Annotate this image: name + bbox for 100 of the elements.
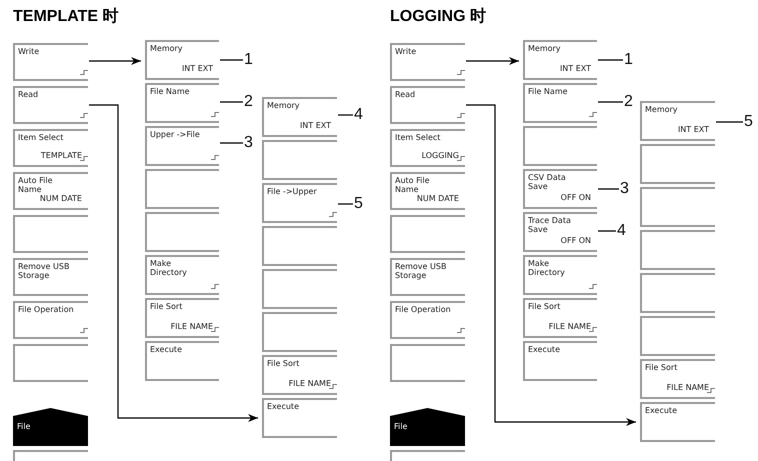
blank-soft-key — [13, 450, 88, 461]
soft-key — [145, 83, 219, 123]
soft-key — [523, 255, 597, 295]
key-label: Memory — [528, 44, 562, 53]
blank-soft-key — [523, 126, 597, 166]
soft-key — [523, 298, 597, 338]
key-label: Memory — [267, 101, 301, 110]
soft-key — [523, 169, 597, 209]
blank-soft-key — [262, 226, 337, 266]
key-setting: FILE NAME — [288, 379, 331, 388]
leader-line — [220, 59, 243, 61]
soft-key — [523, 83, 597, 123]
callout-number: 4 — [617, 222, 626, 240]
key-label: CSV Data Save — [528, 173, 567, 191]
soft-key — [262, 97, 337, 137]
blank-soft-key — [390, 344, 465, 382]
soft-key — [640, 359, 715, 399]
leader-line — [598, 101, 623, 103]
callout-number: 2 — [244, 93, 253, 111]
soft-key — [145, 126, 219, 166]
blank-soft-key — [262, 140, 337, 180]
leader-line — [716, 121, 743, 123]
callout-number: 1 — [244, 51, 253, 69]
blank-soft-key — [13, 215, 88, 253]
soft-key — [13, 43, 88, 81]
key-setting: TEMPLATE — [40, 151, 82, 160]
soft-key — [145, 341, 219, 381]
key-setting: INT EXT — [678, 125, 709, 134]
key-setting: INT EXT — [182, 64, 213, 73]
blank-soft-key — [390, 215, 465, 253]
soft-key — [523, 40, 597, 80]
arrow — [89, 104, 258, 422]
key-label: File Sort — [528, 302, 562, 311]
blank-soft-key — [13, 344, 88, 382]
key-label: Item Select — [395, 133, 442, 142]
callout-number: 2 — [624, 93, 633, 111]
arrow — [466, 57, 519, 65]
key-label: Execute — [150, 345, 183, 354]
section-heading: LOGGING 时 — [390, 6, 486, 27]
key-setting: LOGGING — [422, 151, 459, 160]
key-setting: NUM DATE — [40, 194, 82, 203]
soft-key — [390, 172, 465, 210]
key-label: Execute — [645, 406, 678, 415]
soft-key — [640, 101, 715, 141]
key-label: Make Directory — [150, 259, 188, 277]
soft-key — [640, 402, 715, 442]
soft-key — [390, 43, 465, 81]
soft-key — [13, 86, 88, 124]
key-label: File Name — [150, 87, 191, 96]
soft-key — [13, 301, 88, 339]
key-setting: OFF ON — [560, 236, 591, 245]
leader-line — [598, 188, 619, 190]
soft-key — [13, 258, 88, 296]
key-setting: FILE NAME — [666, 383, 709, 392]
soft-key — [262, 355, 337, 395]
soft-key — [390, 301, 465, 339]
key-label: Memory — [150, 44, 184, 53]
callout-number: 5 — [354, 195, 363, 213]
key-setting: INT EXT — [560, 64, 591, 73]
soft-key — [523, 341, 597, 381]
leader-line — [338, 203, 353, 205]
soft-key — [390, 129, 465, 167]
key-label: Auto File Name — [395, 176, 431, 194]
leader-line — [220, 142, 243, 144]
key-setting: NUM DATE — [416, 194, 459, 203]
callout-number: 4 — [354, 106, 363, 124]
key-label: Write — [395, 47, 418, 56]
key-label: Memory — [645, 105, 679, 114]
soft-key — [390, 86, 465, 124]
soft-key — [13, 129, 88, 167]
section-heading: TEMPLATE 时 — [13, 6, 118, 27]
key-label: Auto File Name — [18, 176, 54, 194]
blank-soft-key — [145, 212, 219, 252]
leader-line — [598, 59, 623, 61]
leader-line — [220, 101, 243, 103]
callout-number: 5 — [744, 113, 753, 131]
key-label: Remove USB Storage — [395, 262, 448, 280]
key-setting: FILE NAME — [548, 322, 591, 331]
soft-key — [390, 258, 465, 296]
key-label: File Sort — [267, 359, 300, 368]
soft-key — [13, 172, 88, 210]
blank-soft-key — [640, 316, 715, 356]
key-label: File Sort — [150, 302, 184, 311]
key-label: Read — [18, 90, 40, 99]
callout-number: 3 — [620, 180, 629, 198]
key-label: Read — [395, 90, 416, 99]
key-label: Trace Data Save — [528, 216, 572, 234]
key-setting: OFF ON — [560, 193, 591, 202]
key-label: Execute — [267, 402, 300, 411]
menu-tab: File — [390, 408, 465, 446]
key-label: File Operation — [18, 305, 74, 314]
key-label: Remove USB Storage — [18, 262, 70, 280]
blank-soft-key — [640, 273, 715, 313]
arrow — [89, 57, 141, 65]
blank-soft-key — [262, 269, 337, 309]
leader-line — [338, 114, 353, 116]
key-label: File Operation — [395, 305, 451, 314]
key-label: File Name — [528, 87, 569, 96]
blank-soft-key — [640, 144, 715, 184]
soft-key — [145, 298, 219, 338]
